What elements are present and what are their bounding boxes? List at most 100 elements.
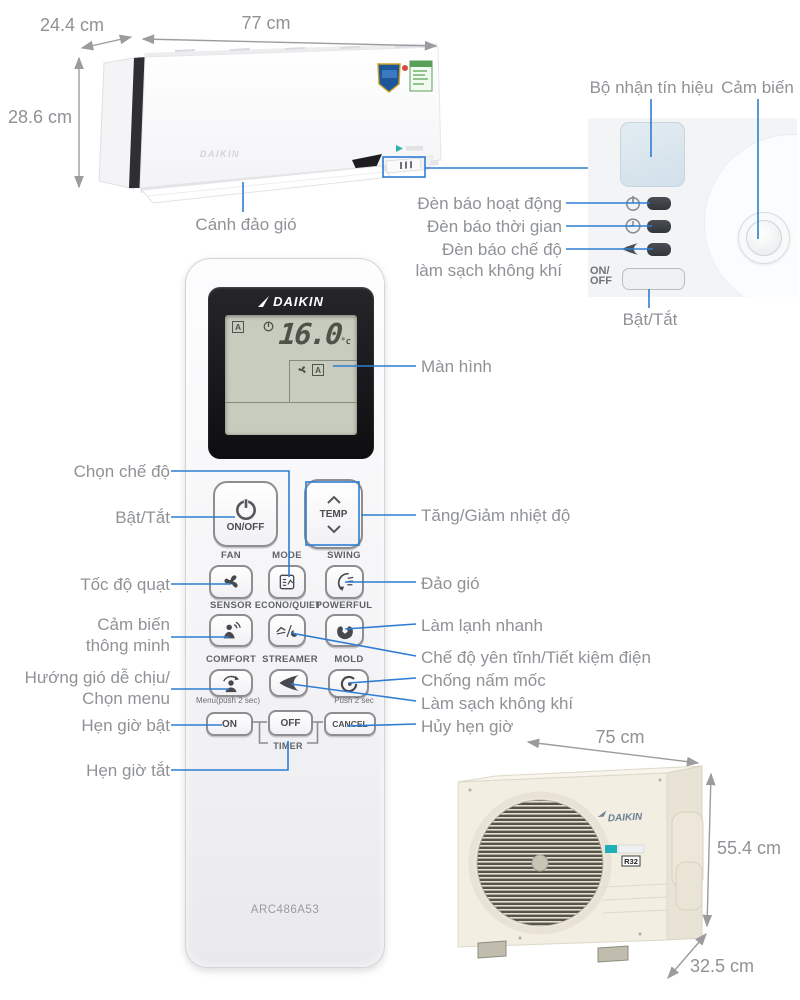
timer-off-button[interactable]: OFF: [268, 710, 313, 736]
comfort-icon: [223, 675, 240, 693]
operation-indicator-light: [647, 197, 671, 210]
comfort-callout-label: Hướng gió dễ chịu/ Chọn menu: [24, 668, 170, 708]
swing-button-label: SWING: [327, 550, 361, 561]
indoor-brand-watermark: DAIKIN: [200, 149, 240, 159]
streamer-icon: [622, 243, 639, 255]
lcd-divider: [289, 360, 357, 403]
outdoor-unit-drawing: DAIKIN R32: [457, 765, 704, 963]
sensor-button-label: SENSOR: [210, 600, 252, 611]
lcd-temperature: 16.0°c: [277, 317, 352, 351]
fan-grille-ring: [468, 791, 612, 935]
panel-power-callout-label: Bật/Tắt: [622, 310, 678, 329]
chevron-up-icon: [326, 495, 341, 504]
sensor-icon: [223, 621, 241, 638]
power-icon: [626, 196, 640, 211]
streamer-callout-label: Làm sạch không khí: [421, 694, 574, 713]
powerful-button[interactable]: [325, 614, 364, 647]
fan-callout-label: Tốc độ quạt: [80, 575, 170, 594]
indoor-width-dimension: 77 cm: [241, 13, 291, 33]
timer-on-callout-label: Hẹn giờ bật: [81, 716, 170, 735]
signal-receiver: [620, 122, 685, 187]
mold-callout-label: Chống nấm mốc: [421, 671, 546, 690]
swing-button[interactable]: [325, 565, 364, 599]
r32-badge: R32: [621, 855, 641, 867]
remote-lcd-screen: A 16.0°c A: [225, 315, 357, 435]
powerful-icon: [336, 625, 353, 639]
temp-callout-label: Tăng/Giảm nhiệt độ: [421, 506, 571, 525]
streamer-button[interactable]: [269, 669, 308, 697]
power-icon: [235, 498, 256, 520]
econo-button-label: ECONO/QUIET: [254, 600, 322, 610]
timer-on-button[interactable]: ON: [206, 712, 253, 736]
timer-cancel-button[interactable]: CANCEL: [324, 712, 376, 736]
swing-icon: [337, 572, 353, 592]
powerful-callout-label: Làm lạnh nhanh: [421, 616, 543, 635]
daikin-logo: DAIKIN: [208, 294, 374, 309]
red-dot-badge: [402, 65, 408, 71]
lcd-swing-auto-icon: A: [232, 321, 245, 333]
outdoor-width-dimension: 75 cm: [595, 727, 645, 747]
svg-text:R32: R32: [624, 857, 638, 866]
svg-text:DAIKIN: DAIKIN: [608, 812, 644, 825]
power-callout-label: Bật/Tắt: [115, 508, 170, 527]
mode-callout-label: Chọn chế độ: [73, 462, 170, 481]
cancel-callout-label: Hủy hẹn giờ: [421, 717, 514, 736]
sensor-callout-label: Cảm biến: [721, 78, 794, 97]
mold-button-label: MOLD: [334, 654, 364, 665]
inverter-badge: [605, 845, 617, 853]
sensor-button[interactable]: [209, 614, 253, 647]
fan-icon: [224, 575, 238, 588]
lcd-baseline: [225, 402, 357, 403]
indoor-unit-drawing: DAIKIN: [98, 43, 442, 204]
lcd-fan-icon: [298, 366, 306, 373]
screen-callout-label: Màn hình: [421, 357, 492, 376]
comfort-button-label: COMFORT: [205, 654, 257, 665]
econo-callout-label: Chế độ yên tĩnh/Tiết kiệm điện: [421, 648, 651, 667]
econo-button[interactable]: [268, 614, 306, 647]
chevron-down-icon: [326, 524, 341, 533]
mode-icon: [279, 574, 295, 590]
mold-sub-label: Push 2 sec: [334, 696, 374, 705]
streamer-icon: [279, 675, 299, 691]
streamer-button-label: STREAMER: [262, 654, 318, 665]
timer-light-callout-label: Đèn báo thời gian: [427, 217, 562, 236]
indoor-height-dimension: 28.6 cm: [7, 107, 73, 127]
power-button[interactable]: ON/OFF: [213, 481, 278, 547]
remote-model-number: ARC486A53: [250, 904, 320, 916]
comfort-button[interactable]: [209, 669, 253, 697]
mold-button[interactable]: [328, 669, 369, 698]
comfort-sub-label: Menu(push 2 sec): [195, 696, 261, 705]
remote-control: DAIKIN A 16.0°c A: [185, 258, 385, 968]
receiver-callout-label: Bộ nhận tín hiệu: [589, 78, 714, 97]
clean-indicator-light: [647, 243, 671, 256]
energy-label-badge: [409, 60, 433, 92]
panel-onoff-button[interactable]: [622, 268, 685, 290]
flap-callout-label: Cánh đảo gió: [195, 215, 297, 234]
outdoor-height-dimension: 55.4 cm: [717, 838, 782, 858]
sensor-callout-label-left: Cảm biến thông minh: [85, 615, 170, 655]
outdoor-depth-dimension: 32.5 cm: [690, 956, 755, 976]
lcd-power-icon: [263, 321, 274, 332]
clock-icon: [625, 218, 641, 234]
daikin-mark-icon: [258, 296, 270, 307]
timer-off-callout-label: Hẹn giờ tắt: [86, 761, 170, 780]
mold-icon: [340, 675, 357, 692]
mode-button[interactable]: [268, 565, 306, 599]
indicator-panel-closeup: ON/ OFF: [588, 118, 797, 297]
outdoor-daikin-logo: DAIKIN: [597, 810, 644, 825]
panel-onoff-text: ON/ OFF: [590, 265, 612, 287]
econo-quiet-icon: [276, 624, 298, 637]
remote-display-bezel: DAIKIN A 16.0°c A: [208, 287, 374, 459]
clean-light-callout-label: Đèn báo chế độ làm sạch không khí: [415, 240, 562, 280]
powerful-button-label: POWERFUL: [315, 600, 373, 611]
lcd-fan-auto-icon: A: [312, 364, 325, 376]
temp-button[interactable]: TEMP: [304, 479, 363, 549]
operation-light-callout-label: Đèn báo hoạt động: [417, 194, 562, 213]
fan-button[interactable]: [209, 565, 253, 599]
coanda-logo: [396, 145, 423, 152]
timer-group-label: TIMER: [273, 741, 303, 751]
intelligent-eye-sensor-lens: [746, 220, 782, 256]
swing-callout-label: Đảo gió: [421, 574, 480, 593]
